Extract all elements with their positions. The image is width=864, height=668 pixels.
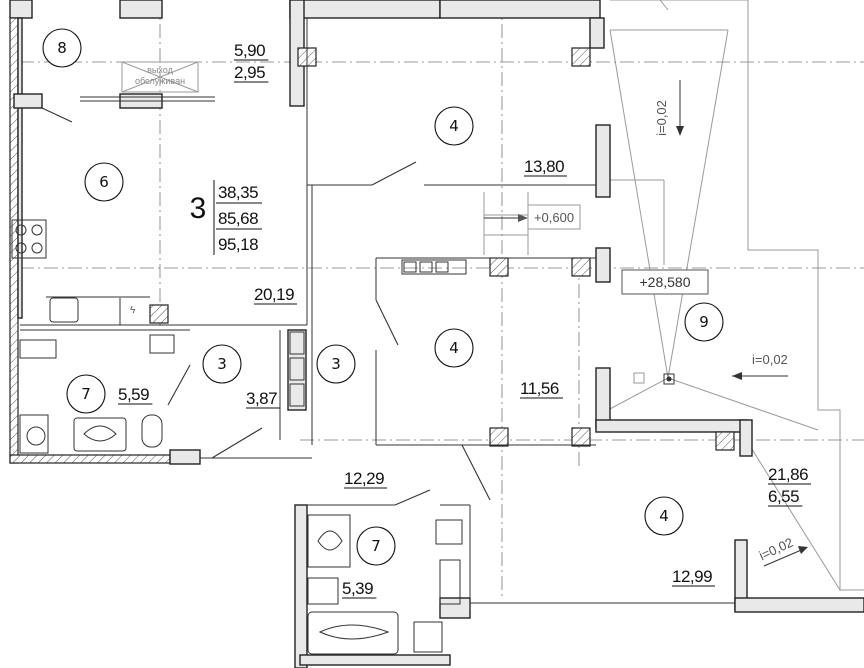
area-labels: 5,90 2,95 20,19 13,80 11,56 12,99 3,87 12,29 5,5… [118,41,811,599]
slope-bottom: i=0,02 [757,535,796,564]
room-circle-room-7-bathroom-left [66,374,106,414]
room-circle-room-8-loggia [42,28,82,68]
area-room-4-bedroom-middle: 11,56 [520,379,559,398]
level-stair: +0,600 [534,210,574,225]
summary-block: 3 38,35 85,68 95,18 [190,180,262,255]
level-terrace: +28,580 [640,274,691,290]
level-marks: +0,600 +28,580 [527,204,709,295]
room-numbers: 8 6 4 4 4 3 3 7 7 9 [42,28,724,566]
room-circle-room-7-bathroom-right [356,526,396,566]
svg-text:ϟ: ϟ [130,305,136,316]
room-number-room-3-hall-center: 3 [331,355,341,373]
area-top-room-9-terrace: 21,86 [768,465,808,484]
stair [483,192,529,255]
room-circle-room-4-bedroom-top [434,106,474,146]
room-circle-room-6-kitchen-living [84,162,124,202]
room-number-room-7-bathroom-left: 7 [81,385,91,403]
room-circle-room-4-bedroom-middle [434,328,474,368]
slope-middle: i=0,02 [752,352,788,367]
doors [41,107,491,506]
room-circle-room-3-hall-left [202,344,242,384]
area-room-3-hall-center: 12,29 [344,469,384,488]
area-room-7-bathroom-left: 5,59 [118,385,149,404]
area-room-4-bedroom-bottom: 12,99 [672,567,712,586]
room-circle-room-4-bedroom-bottom [644,496,684,536]
room-number-room-8-loggia: 8 [57,39,67,57]
room-circle-room-3-hall-center [316,344,356,384]
roof-exit-label-line: выход [147,65,173,75]
room-number-room-3-hall-left: 3 [217,355,227,373]
area-room-3-hall-left: 3,87 [246,389,277,408]
area-bottom-room-9-terrace: 6,55 [768,487,799,506]
slope-top: i=0,02 [654,100,669,136]
summary-area-total: 85,68 [218,209,258,228]
summary-area-with-terrace: 95,18 [218,235,258,254]
room-number-room-7-bathroom-right: 7 [371,537,381,555]
area-top-room-8-loggia: 5,90 [234,41,265,60]
terrace-outline [600,0,864,591]
area-bottom-room-8-loggia: 2,95 [234,63,265,82]
roof-exit-label-line: обслуживан [135,76,185,86]
room-number-room-6-kitchen-living: 6 [99,173,109,191]
area-room-4-bedroom-top: 13,80 [524,157,564,176]
area-room-6-kitchen-living: 20,19 [254,285,294,304]
room-number-room-9-terrace: 9 [699,313,709,331]
summary-rooms-count: 3 [190,192,207,225]
room-number-room-4-bedroom-middle: 4 [449,339,459,357]
summary-area-living: 38,35 [218,183,258,202]
fixtures: ϟ [11,219,467,655]
room-number-room-4-bedroom-top: 4 [449,117,459,135]
room-circle-room-9-terrace [684,302,724,342]
grid-axes [20,0,864,600]
area-room-7-bathroom-right: 5,39 [342,579,373,598]
room-number-room-4-bedroom-bottom: 4 [659,507,669,525]
walls [9,0,864,668]
